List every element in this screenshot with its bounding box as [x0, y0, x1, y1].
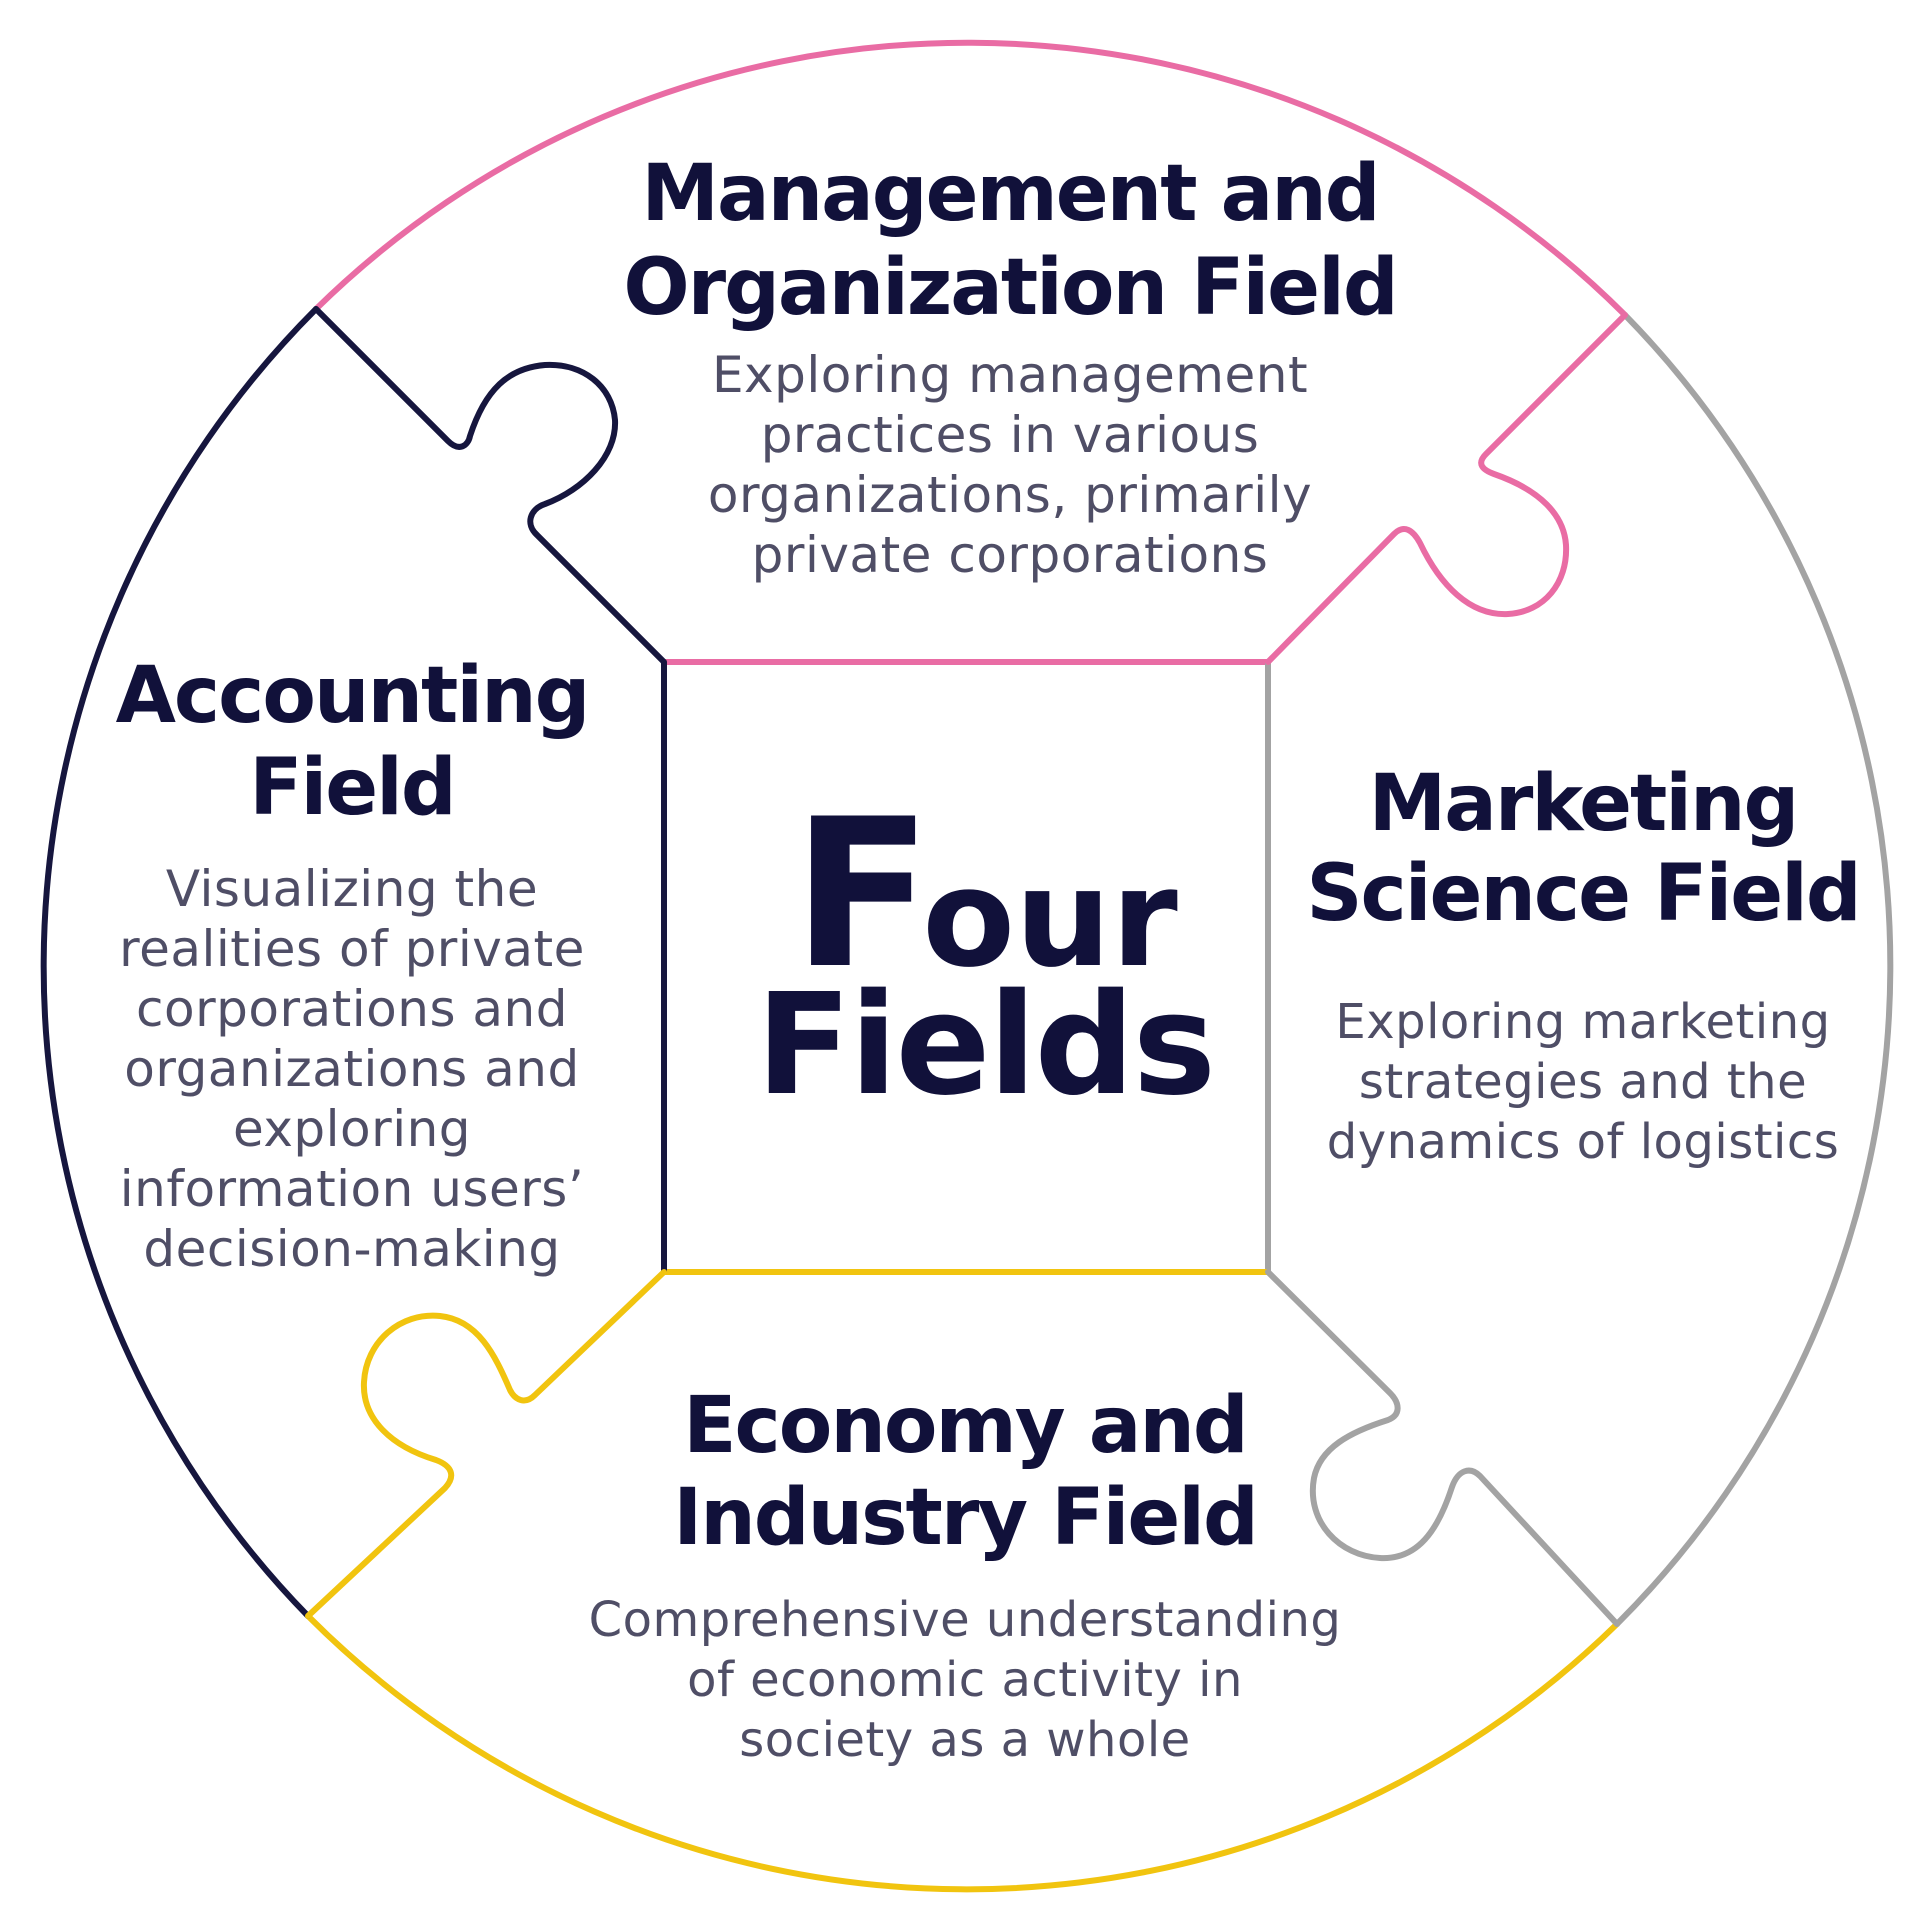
marketing-title-line2: Science Field: [1306, 849, 1859, 939]
marketing-desc-line3: dynamics of logistics: [1327, 1114, 1840, 1170]
center-label: Four Fields: [756, 776, 1216, 1127]
economy-desc-line3: society as a whole: [739, 1712, 1190, 1768]
accounting-desc-line4: organizations and: [124, 1040, 579, 1098]
economy-desc-line2: of economic activity in: [687, 1652, 1243, 1708]
accounting-field: Accounting Field Visualizing the realiti…: [116, 651, 591, 1278]
marketing-outer-arc: [1614, 312, 1894, 1627]
marketing-title-line1: Marketing: [1369, 759, 1798, 849]
economy-desc-line1: Comprehensive understanding: [589, 1592, 1342, 1648]
management-field: Management and Organization Field Explor…: [623, 149, 1398, 584]
accounting-outer-arc: [40, 306, 319, 1619]
accounting-desc-line2: realities of private: [119, 920, 585, 978]
management-desc-line3: organizations, primarily: [708, 466, 1312, 524]
management-desc-line2: practices in various: [761, 406, 1260, 464]
accounting-desc-line6: information users’: [120, 1160, 584, 1218]
accounting-desc-line1: Visualizing the: [166, 860, 538, 918]
accounting-desc-line7: decision-making: [143, 1220, 560, 1278]
accounting-desc-line5: exploring: [233, 1100, 471, 1158]
economy-title-line2: Industry Field: [673, 1473, 1257, 1563]
management-outer-arc: [313, 39, 1628, 318]
marketing-desc-line1: Exploring marketing: [1335, 994, 1830, 1050]
accounting-title-line2: Field: [249, 743, 455, 833]
marketing-economy-connector: [1265, 1269, 1620, 1627]
marketing-desc-line2: strategies and the: [1359, 1054, 1807, 1110]
economy-title-line1: Economy and: [683, 1381, 1247, 1471]
management-desc-line4: private corporations: [752, 526, 1269, 584]
center-title-line1: Four: [792, 776, 1178, 1014]
management-title-line1: Management and: [641, 149, 1378, 239]
center-big-letter: F: [792, 776, 922, 1014]
accounting-title-line1: Accounting: [116, 651, 589, 741]
management-desc-line1: Exploring management: [712, 346, 1308, 404]
marketing-field: Marketing Science Field Exploring market…: [1306, 759, 1861, 1170]
accounting-desc-line3: corporations and: [136, 980, 568, 1038]
economy-accounting-connector: [305, 1269, 667, 1619]
center-title-line2: Fields: [756, 964, 1214, 1127]
accounting-management-connector: [313, 306, 667, 665]
management-title-line2: Organization Field: [623, 243, 1396, 333]
economy-field: Economy and Industry Field Comprehensive…: [589, 1381, 1342, 1768]
management-marketing-connector: [1265, 312, 1628, 665]
center-word1-rest: our: [922, 840, 1178, 997]
economy-outer-arc: [305, 1613, 1620, 1893]
